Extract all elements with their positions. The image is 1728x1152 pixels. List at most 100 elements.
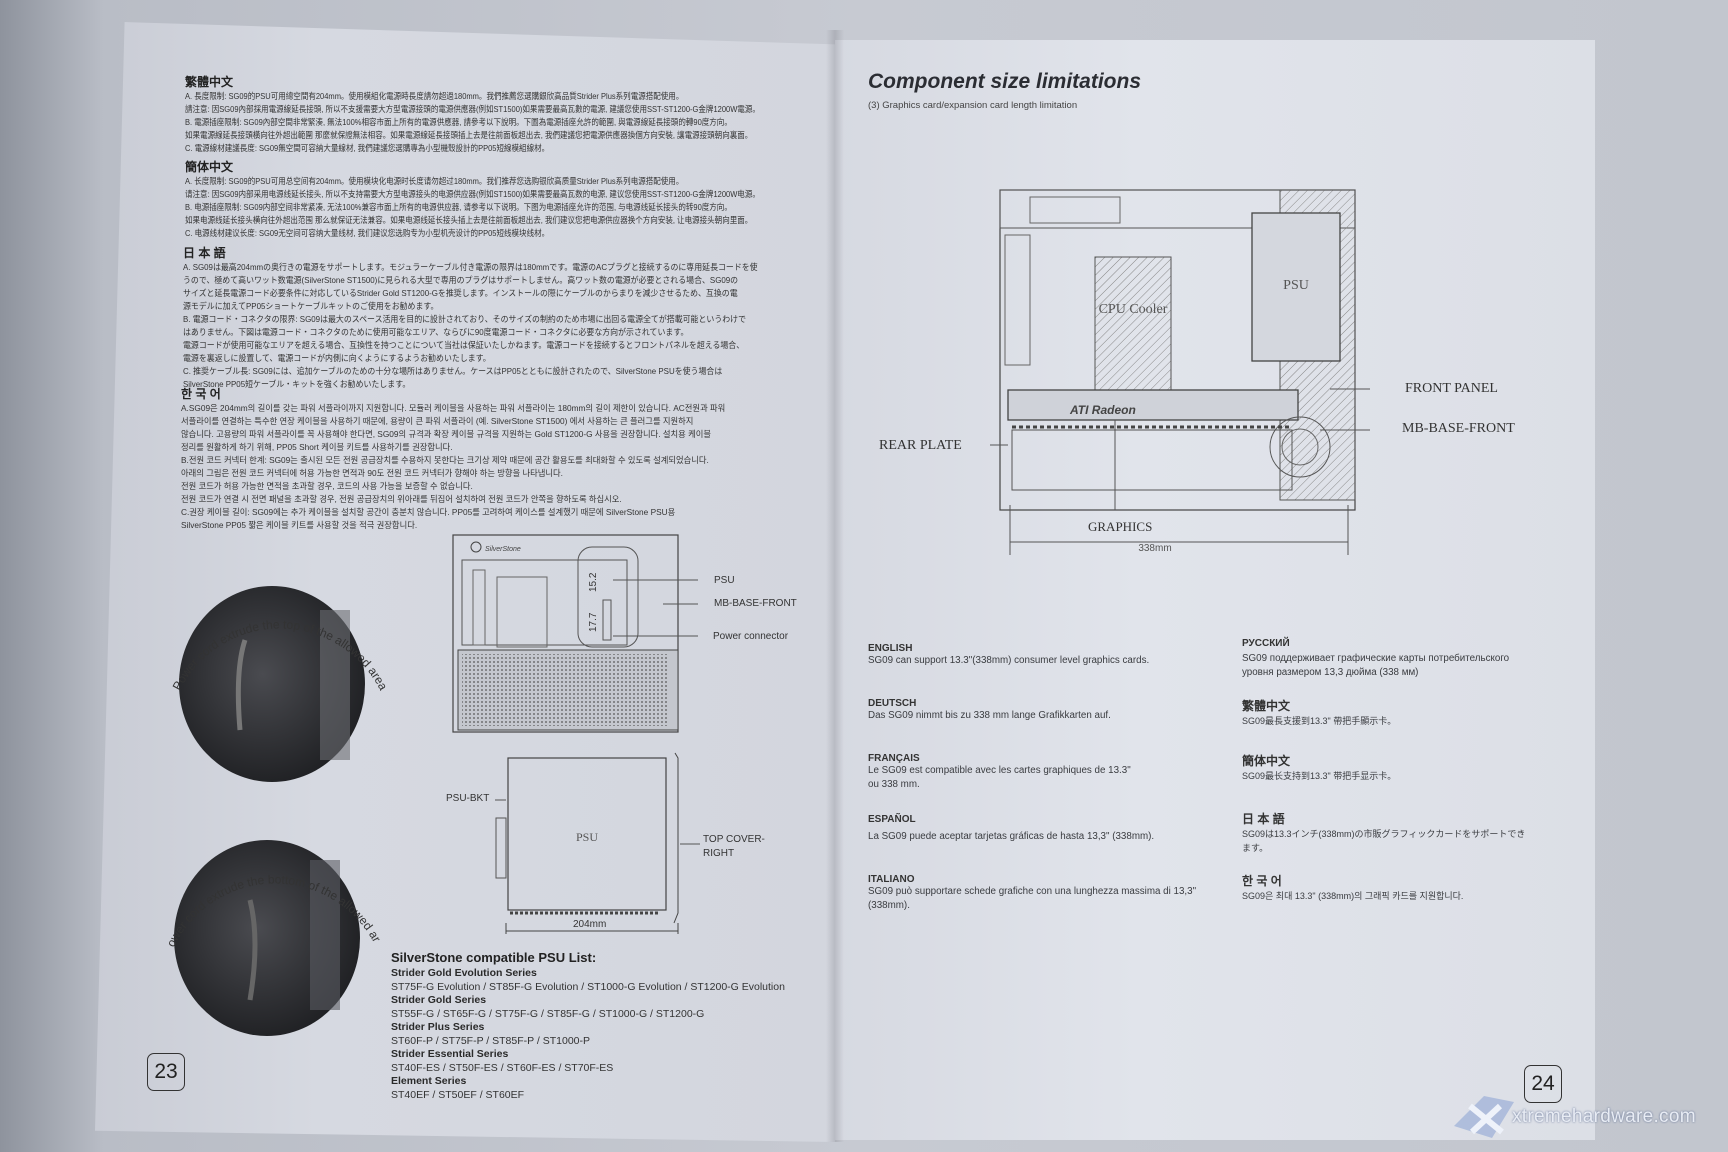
lang-heading: ESPAÑOL: [868, 814, 916, 825]
dimension-bottom: 17.7: [588, 612, 599, 632]
lang-text: Le SG09 est compatible avec les cartes g…: [868, 765, 1131, 790]
psu-series-models: ST75F-G Evolution / ST85F-G Evolution / …: [391, 981, 785, 993]
lang-japanese: 日 本 語 SG09は13.3インチ(338mm)の市販グラフィックカードをサポ…: [1242, 810, 1532, 855]
section-line: 源モデルに加えてPP05ショートケーブルキットのご使用をお勧めます。: [183, 301, 439, 311]
lang-traditional-chinese: 繁體中文 SG09最長支援到13.3" 帶把手顯示卡。: [1242, 697, 1542, 728]
lang-francais: FRANÇAIS Le SG09 est compatible avec les…: [868, 753, 1138, 792]
section-line: SilverStone PP05短ケーブル・キットを強くお勧めいたします。: [183, 379, 411, 389]
lang-simplified-chinese: 簡体中文 SG09最长支持到13.3" 带把手显示卡。: [1242, 752, 1542, 783]
section-line: 如果電源線延長接頭橫向往外超出範圍 那麼就保證無法相容。如果電源線延長接頭插上去…: [185, 130, 753, 140]
psu-series-name: Strider Gold Series: [391, 994, 487, 1006]
lang-heading: 한 국 어: [1242, 874, 1282, 888]
psu-series-models: ST60F-P / ST75F-P / ST85F-P / ST1000-P: [391, 1035, 590, 1047]
label-psu-bkt: PSU-BKT: [446, 793, 490, 804]
lang-heading: 繁體中文: [1242, 699, 1291, 713]
section-line: 電源コードが使用可能なエリアを超える場合、互換性を持つことについて当社は保証いた…: [183, 340, 745, 350]
section-line: サイズと延長電源コード必要条件に対応しているStrider Gold ST120…: [183, 288, 738, 298]
label-mb-base-front-right: MB-BASE-FRONT: [1402, 421, 1515, 436]
section-line: 전원 코드가 허용 가능한 면적을 초과할 경우, 코드의 사용 가능을 보증할…: [181, 481, 473, 491]
label-top-cover-right: RIGHT: [703, 848, 735, 859]
lang-text: SG09最长支持到13.3" 带把手显示卡。: [1242, 771, 1397, 781]
card-brand-label: ATI Radeon: [1069, 403, 1136, 417]
section-traditional-chinese: 繁體中文 A. 長度限制: SG09的PSU可用總空間有204mm。使用模組化電…: [185, 73, 819, 155]
lang-heading: 日 本 語: [1242, 812, 1285, 826]
psu-series-models: ST40EF / ST50EF / ST60EF: [391, 1089, 525, 1101]
psu-series-name: Strider Gold Evolution Series: [391, 967, 537, 979]
photo-top-cord: [179, 586, 365, 782]
brand-logo: SilverStone: [485, 546, 521, 553]
cpu-cooler-label: CPU Cooler: [1099, 302, 1168, 317]
section-line: うので、極めて高いワット数電源(SilverStone ST1500)に見られる…: [183, 275, 739, 285]
lang-deutsch: DEUTSCH Das SG09 nimmt bis zu 338 mm lan…: [868, 698, 1198, 723]
section-line: 請注意: 因SG09內部採用電源線延長接頭, 所以不支援需要大方型電源接頭的電源…: [185, 104, 760, 114]
lang-text: SG09最長支援到13.3" 帶把手顯示卡。: [1242, 716, 1397, 726]
booklet-spine: [826, 30, 844, 1142]
page-number-right: 24: [1524, 1065, 1562, 1103]
lang-heading: DEUTSCH: [868, 698, 917, 709]
power-cord-photos: Power cord extrude the top of the allowe…: [150, 550, 390, 1036]
psu-dimension: 204mm: [573, 919, 607, 930]
section-line: A.SG09은 204mm의 길이를 갖는 파워 서플라이까지 지원합니다. 모…: [181, 403, 726, 413]
psu-box-label: PSU: [576, 830, 598, 844]
lang-espanol: ESPAÑOL La SG09 puede aceptar tarjetas g…: [868, 814, 1228, 844]
psu-side-diagram: PSU: [495, 752, 700, 934]
label-graphics: GRAPHICS: [1088, 519, 1153, 534]
case-top-view-diagram: SilverStone 15.2 17.7: [452, 534, 698, 733]
lang-text: SG09 può supportare schede grafiche con …: [868, 886, 1197, 911]
section-line: 아래의 그림은 전원 코드 커넥터에 허용 가능한 면적과 90도 전원 코드 …: [181, 468, 563, 478]
section-line: A. SG09は最高204mmの奥行きの電源をサポートします。モジュラーケーブル…: [183, 262, 758, 272]
lang-heading: ENGLISH: [868, 643, 913, 654]
section-line: SilverStone PP05 짧은 케이블 키트를 사용할 것을 적극 권장…: [181, 520, 418, 530]
section-line: C.권장 케이블 길이: SG09에는 추가 케이블을 설치할 공간이 충분치 …: [181, 507, 676, 517]
psu-series-name: Strider Plus Series: [391, 1021, 485, 1033]
lang-heading: ITALIANO: [868, 874, 915, 885]
dimension-top: 15.2: [588, 572, 599, 592]
section-line: A. 长度限制: SG09的PSU可用总空间有204mm。使用模块化电源时长度请…: [185, 176, 684, 186]
lang-heading: FRANÇAIS: [868, 753, 920, 764]
section-line: 정리를 원활하게 하기 위해, PP05 Short 케이블 키트를 사용하기를…: [181, 442, 453, 452]
watermark-logo-icon: [1454, 1096, 1514, 1138]
lang-heading: РУССКИЙ: [1242, 638, 1290, 649]
dimension-338: 338mm: [1138, 543, 1171, 554]
section-line: B.전원 코드 커넥터 한계: SG09는 출시된 모든 전원 공급장치를 수용…: [181, 455, 709, 465]
psu-compatibility-list: SilverStone compatible PSU List: Strider…: [391, 950, 785, 1102]
psu-series-name: Strider Essential Series: [391, 1048, 509, 1060]
section-line: 如果电源线延长接头横向往外超出范围 那么就保证无法兼容。如果电源线延长接头插上去…: [185, 215, 753, 225]
graphics-card-diagram: CPU Cooler PSU ATI Radeon 338mm: [990, 189, 1370, 555]
lang-english: ENGLISH SG09 can support 13.3"(338mm) co…: [868, 643, 1198, 668]
section-line: B. 電源插座限制: SG09內部空間非常緊湊, 無法100%相容市面上所有的電…: [185, 117, 732, 127]
section-line: B. 電源コード・コネクタの限界: SG09は最大のスペース活用を目的に設計され…: [183, 314, 747, 324]
lang-italiano: ITALIANO SG09 può supportare schede graf…: [868, 874, 1208, 913]
psu-series-models: ST55F-G / ST65F-G / ST75F-G / ST85F-G / …: [391, 1008, 705, 1020]
label-rear-plate: REAR PLATE: [879, 438, 962, 453]
label-top-cover: TOP COVER-: [703, 834, 765, 845]
lang-heading: 簡体中文: [1242, 754, 1291, 768]
watermark-text: xtremehardware.com: [1512, 1106, 1696, 1127]
label-front-panel: FRONT PANEL: [1405, 381, 1498, 396]
section-japanese: 日 本 語 A. SG09は最高204mmの奥行きの電源をサポートします。モジュ…: [183, 244, 785, 391]
section-line: B. 电源插座限制: SG09内部空间非常紧凑, 无法100%兼容市面上所有的电…: [185, 202, 732, 212]
psu-list-title: SilverStone compatible PSU List:: [391, 950, 597, 965]
lang-text: SG09 can support 13.3"(338mm) consumer l…: [868, 655, 1150, 666]
section-line: 전원 코드가 연결 시 전면 패널을 초과할 경우, 전원 공급장치의 위아래를…: [181, 494, 622, 504]
page-title: Component size limitations: [868, 70, 1142, 93]
diagram-psu-label: PSU: [1283, 278, 1309, 293]
lang-text: Das SG09 nimmt bis zu 338 mm lange Grafi…: [868, 710, 1111, 721]
section-simplified-chinese: 簡体中文 A. 长度限制: SG09的PSU可用总空间有204mm。使用模块化电…: [185, 158, 819, 240]
section-heading: 日 本 語: [183, 246, 226, 260]
section-line: C. 推奨ケーブル長: SG09には、追加ケーブルのための十分な場所はありません…: [183, 366, 723, 376]
section-line: 서플라이를 연결하는 특수한 연장 케이블을 사용하기 때문에, 용량이 큰 파…: [181, 416, 694, 426]
section-korean: 한 국 어 A.SG09은 204mm의 길이를 갖는 파워 서플라이까지 지원…: [181, 385, 725, 532]
lang-text: SG09は13.3インチ(338mm)の市販グラフィックカードをサポートできます…: [1242, 829, 1526, 853]
section-line: C. 电源线材建议长度: SG09无空间可容纳大量线材, 我们建议您选购专为小型…: [185, 228, 550, 238]
section-line: A. 長度限制: SG09的PSU可用總空間有204mm。使用模組化電源時長度請…: [185, 91, 684, 101]
psu-series-models: ST40F-ES / ST50F-ES / ST60F-ES / ST70F-E…: [391, 1062, 614, 1074]
lang-text: La SG09 puede aceptar tarjetas gráficas …: [868, 831, 1155, 842]
section-line: はありません。下図は電源コード・コネクタのために使用可能なエリア、ならびに90度…: [183, 327, 689, 337]
label-power-connector: Power connector: [713, 631, 789, 642]
right-page: [835, 40, 1595, 1140]
page-subtitle: (3) Graphics card/expansion card length …: [868, 100, 1078, 111]
lang-text: SG09 поддерживает графические карты потр…: [1242, 653, 1510, 678]
section-line: 请注意: 因SG09内部采用电源线延长接头, 所以不支持需要大方型电源接头的电源…: [185, 189, 760, 199]
lang-korean: 한 국 어 SG09은 최대 13.3" (338mm)의 그래픽 카드를 지원…: [1242, 872, 1542, 903]
